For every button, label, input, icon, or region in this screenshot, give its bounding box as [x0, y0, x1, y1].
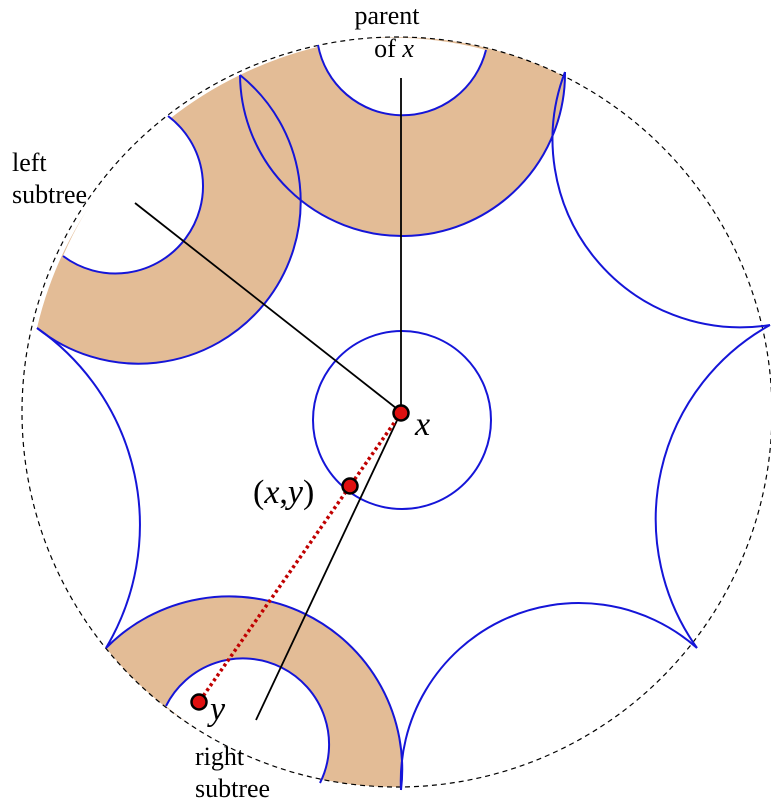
label-edge-x: x — [263, 474, 279, 511]
label-y: y — [207, 691, 226, 728]
arc-right-subtree-outer — [105, 595, 404, 791]
label-edge-close: ) — [303, 474, 314, 511]
arc-left — [36, 327, 141, 649]
arc-parent-outer — [239, 71, 567, 237]
band-parent — [240, 37, 566, 236]
node-y — [190, 693, 208, 711]
band-left-inner-cut — [63, 116, 203, 274]
shaded-bands — [37, 37, 566, 787]
label-parent-line2: of x — [374, 34, 414, 63]
line-to-left-subtree — [134, 202, 402, 413]
label-left-line1: left — [12, 148, 47, 177]
label-parent-var: x — [401, 34, 414, 63]
central-circle — [312, 330, 492, 510]
arc-parent-inner — [317, 44, 487, 117]
label-edge-xy: (x,y) — [253, 474, 314, 511]
label-parent-line1: parent — [355, 1, 421, 30]
label-edge-open: ( — [253, 474, 264, 511]
blue-arcs — [36, 44, 771, 791]
label-left-line2: subtree — [12, 180, 87, 209]
node-x — [392, 404, 410, 422]
label-right-line1: right — [195, 742, 245, 771]
arc-upper-right — [551, 71, 771, 329]
label-right-line2: subtree — [195, 774, 270, 803]
nodes — [190, 404, 410, 711]
arc-left-subtree-outer — [36, 74, 302, 365]
arc-left-subtree-inner — [62, 115, 204, 275]
label-edge-y: y — [285, 474, 304, 511]
dotted-geodesic — [197, 411, 403, 704]
label-x: x — [414, 406, 430, 443]
band-parent-inner-cut — [318, 37, 486, 116]
label-parent-of: of — [374, 34, 402, 63]
label-edge-comma: , — [279, 474, 288, 511]
arc-right — [654, 324, 771, 649]
leader-lines — [134, 78, 402, 721]
node-edge-xy — [341, 477, 359, 495]
boundary-circle — [21, 36, 771, 788]
arc-lower-right — [399, 602, 698, 791]
line-to-right-subtree — [255, 411, 402, 721]
